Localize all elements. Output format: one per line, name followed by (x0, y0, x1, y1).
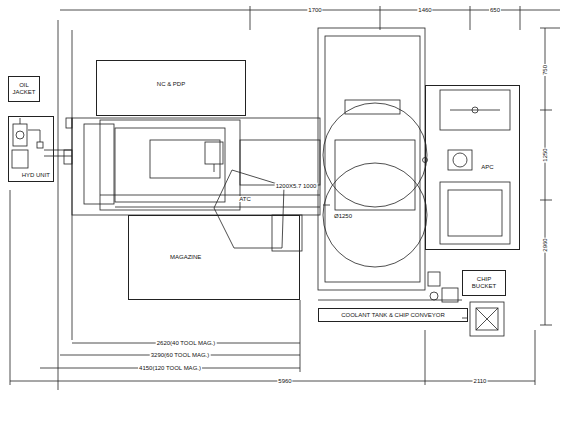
dimension: 650 (489, 7, 501, 14)
diameter: Ø1250 (333, 213, 353, 220)
part-name: APC (480, 164, 494, 171)
dimension: 1250 (542, 147, 549, 162)
dimension: 750 (542, 64, 549, 76)
hyd-unit-box: HYD UNIT (8, 116, 54, 182)
dimension: 2620(40 TOOL MAG.) (156, 340, 217, 347)
dimension: 1700 (307, 7, 322, 14)
part-name: HYD UNIT (21, 172, 51, 179)
coolant-tank-band: COOLANT TANK & CHIP CONVEYOR (318, 308, 468, 322)
part-name: NC & PDP (156, 81, 186, 88)
nc-panel-box: NC & PDP (96, 60, 246, 116)
dimension: 1460 (417, 7, 432, 14)
atc-unit: ATC (212, 168, 286, 250)
dimension: 3290(60 TOOL MAG.) (150, 352, 211, 359)
table-size: 1200X5.7 1000 (275, 183, 318, 190)
magazine-box: MAGAZINE (128, 215, 300, 300)
oil-jacket-box: OIL JACKET (8, 76, 40, 102)
part-name: CHIP BUCKET (465, 276, 503, 290)
dimension: 5960 (277, 378, 292, 385)
dimension: 2110 (473, 378, 488, 385)
part-name: OIL JACKET (11, 82, 37, 96)
dimension: 2960 (542, 237, 549, 252)
part-name: ATC (238, 196, 252, 203)
chip-bucket-box: CHIP BUCKET (462, 270, 506, 296)
part-name: COOLANT TANK & CHIP CONVEYOR (340, 312, 446, 319)
apc-unit: APC (425, 85, 520, 250)
atc-outline (212, 168, 286, 250)
part-name: MAGAZINE (169, 254, 202, 261)
dimension: 4150(120 TOOL MAG.) (138, 365, 202, 372)
